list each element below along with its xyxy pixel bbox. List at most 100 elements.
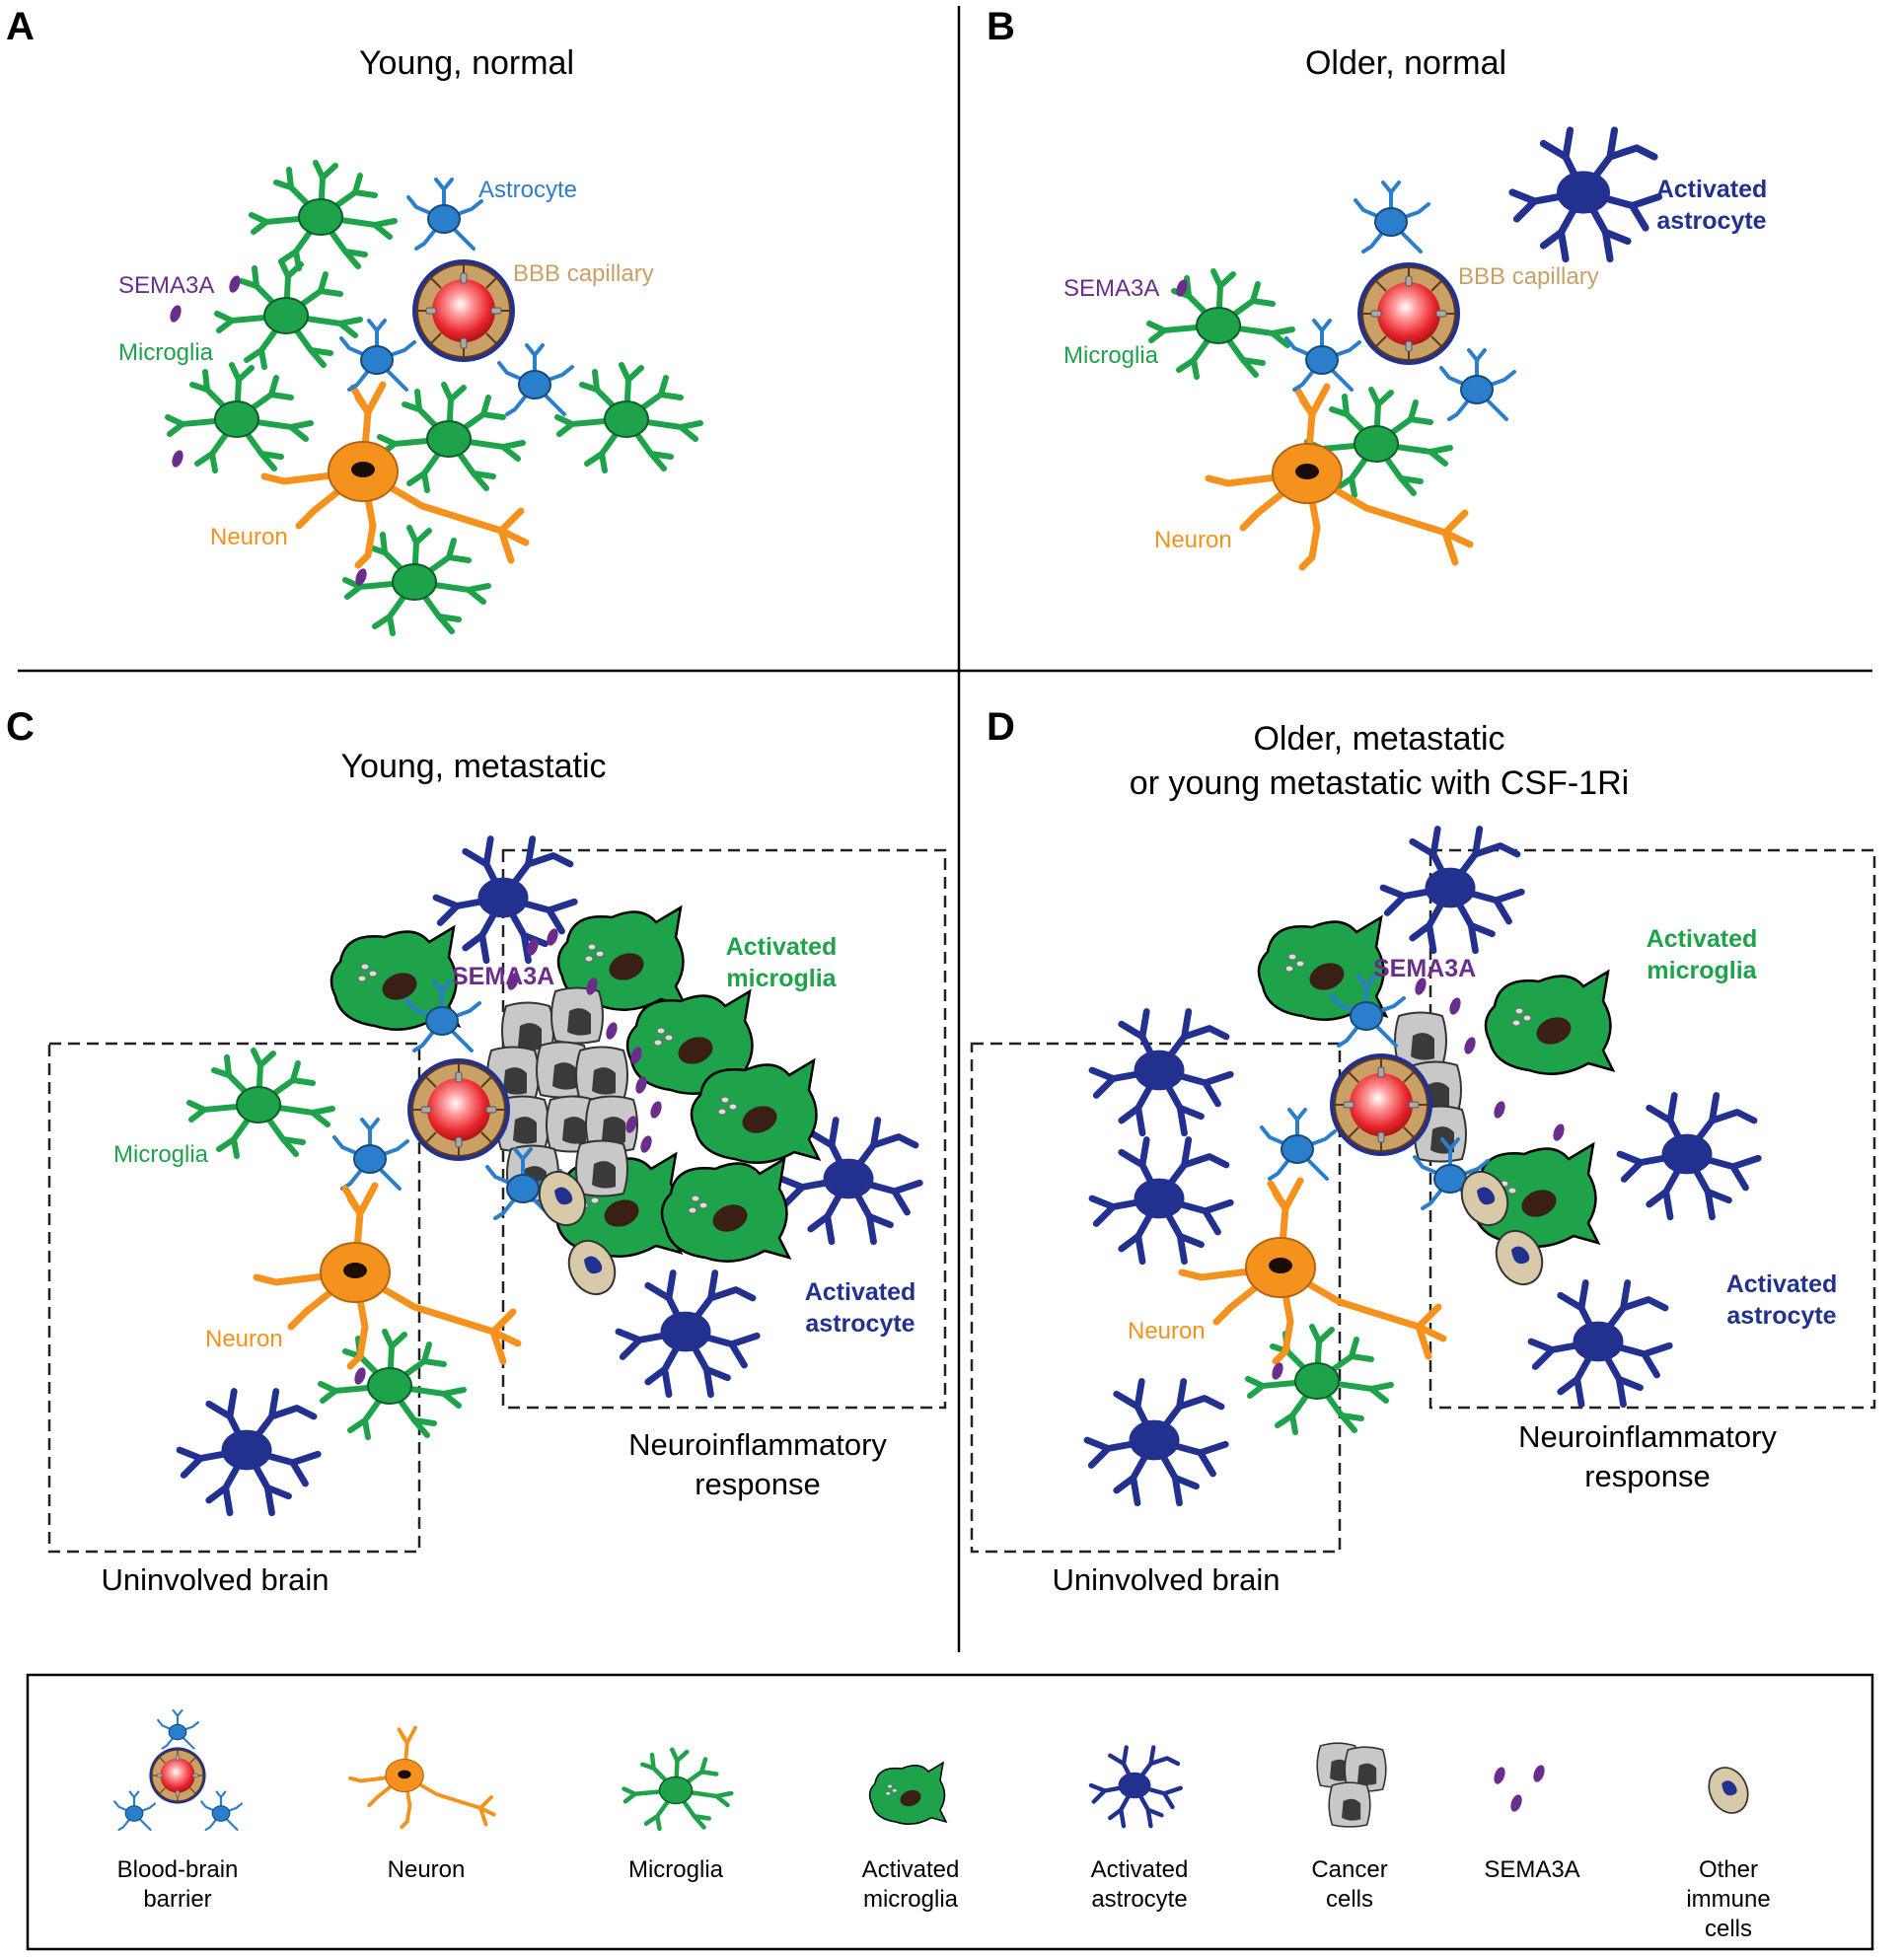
astrocyte-cell xyxy=(1284,319,1361,392)
microglia-cell xyxy=(1248,1327,1391,1432)
panel-c-title: Young, metastatic xyxy=(340,748,606,785)
panel-b-letter: B xyxy=(987,5,1015,48)
legend-cancer-line1: Cancer xyxy=(1311,1856,1387,1883)
label-astrocyte: Astrocyte xyxy=(478,177,577,203)
legend-sema3a: SEMA3A xyxy=(1484,1856,1579,1883)
activated-astrocyte-cell xyxy=(1092,1012,1230,1133)
legend-immune-line1: Other xyxy=(1699,1856,1758,1883)
panel-a-letter: A xyxy=(6,5,35,48)
activated-astrocyte-cell xyxy=(1531,1283,1669,1405)
microglia-cell xyxy=(380,385,523,490)
activated-astrocyte-cell xyxy=(1620,1096,1758,1217)
label-sema3a: SEMA3A xyxy=(452,963,554,990)
label-activated: Activated xyxy=(1656,176,1768,203)
label-neuron: Neuron xyxy=(1128,1318,1206,1344)
label-activated: Activated xyxy=(1647,925,1758,953)
activated-astrocyte-cell xyxy=(619,1273,757,1395)
legend-item-sema3a: SEMA3A xyxy=(1484,1763,1580,1883)
legend-item-microglia: Microglia xyxy=(624,1750,732,1883)
astrocyte-cell xyxy=(497,343,574,416)
panel-a: A Young, normal Astrocyte BBB capillary … xyxy=(6,5,700,633)
microglia-cell xyxy=(557,365,700,471)
activated-astrocyte-cell xyxy=(1087,1382,1225,1503)
legend-item-immune-cells: Other immune cells xyxy=(1686,1760,1771,1942)
panel-d-title-line1: Older, metastatic xyxy=(1253,720,1504,758)
label-astrocyte-lc: astrocyte xyxy=(1656,207,1766,235)
panel-b-title: Older, normal xyxy=(1305,44,1506,82)
panel-d-letter: D xyxy=(987,705,1015,749)
label-astrocyte-lc: astrocyte xyxy=(805,1310,915,1338)
astrocyte-cell xyxy=(406,178,483,251)
microglia-cell xyxy=(252,163,395,268)
activated-astrocyte-cell xyxy=(1383,830,1521,951)
activated-microglia-cell xyxy=(690,1058,821,1164)
panel-d: D Older, metastatic or young metastatic … xyxy=(970,705,1876,1597)
label-uninvolved-brain: Uninvolved brain xyxy=(1053,1562,1281,1597)
panel-a-title: Young, normal xyxy=(359,44,574,82)
astrocyte-cell xyxy=(332,1118,409,1191)
activated-astrocyte-cell xyxy=(1512,130,1659,259)
microglia-cell xyxy=(189,1051,332,1156)
activated-microglia-cell xyxy=(660,1157,791,1263)
label-neuron: Neuron xyxy=(1154,527,1232,553)
label-response: response xyxy=(1584,1459,1711,1493)
legend-immune-line3: cells xyxy=(1705,1916,1752,1942)
astrocyte-cell xyxy=(1260,1108,1337,1181)
sema3a-dot xyxy=(170,448,185,470)
astrocyte-cell xyxy=(1354,181,1430,254)
legend-act-mic-line1: Activated xyxy=(862,1856,960,1883)
bbb-capillary xyxy=(1329,1052,1433,1157)
label-activated: Activated xyxy=(726,933,838,961)
cancer-cell-cluster xyxy=(486,986,638,1202)
microglia-cell xyxy=(168,365,311,471)
legend-immune-line2: immune xyxy=(1686,1886,1770,1913)
legend-act-ast-line1: Activated xyxy=(1091,1856,1189,1883)
label-microglia-lc: microglia xyxy=(1647,957,1757,984)
bbb-capillary xyxy=(1356,261,1461,366)
label-response: response xyxy=(695,1467,821,1501)
uninvolved-brain-box xyxy=(47,1042,421,1554)
label-neuron: Neuron xyxy=(205,1326,283,1352)
legend-box xyxy=(26,1673,1874,1951)
activated-astrocyte-cell xyxy=(180,1392,318,1513)
legend-cancer-line2: cells xyxy=(1326,1886,1373,1913)
label-astrocyte-lc: astrocyte xyxy=(1726,1302,1836,1330)
label-bbb-capillary: BBB capillary xyxy=(1458,263,1599,290)
microglia-cell xyxy=(321,1332,464,1437)
panel-c-letter: C xyxy=(6,705,35,749)
label-bbb-capillary: BBB capillary xyxy=(513,260,654,287)
legend-bbb-line2: barrier xyxy=(143,1886,211,1913)
label-microglia-lc: microglia xyxy=(726,965,837,992)
legend-item-cancer-cells: Cancer cells xyxy=(1311,1742,1388,1913)
activated-astrocyte-cell xyxy=(1092,1140,1230,1262)
panel-c: C Young, metastatic xyxy=(6,705,947,1597)
label-sema3a: SEMA3A xyxy=(1063,275,1159,302)
astrocyte-cell xyxy=(1439,348,1516,421)
legend-microglia: Microglia xyxy=(628,1856,724,1883)
label-activated: Activated xyxy=(1726,1270,1838,1298)
sema3a-dot xyxy=(168,303,183,325)
label-microglia: Microglia xyxy=(113,1141,209,1168)
label-sema3a: SEMA3A xyxy=(1373,955,1476,982)
legend-bbb-line1: Blood-brain xyxy=(117,1856,239,1883)
legend: Blood-brain barrier Neuron Microglia Act… xyxy=(26,1673,1874,1951)
legend-item-bbb: Blood-brain barrier xyxy=(113,1708,243,1913)
neuroinflammatory-box xyxy=(1428,848,1876,1410)
label-neuron: Neuron xyxy=(210,524,288,550)
bbb-capillary xyxy=(411,258,516,363)
label-microglia: Microglia xyxy=(118,339,214,366)
legend-act-ast-line2: astrocyte xyxy=(1091,1886,1187,1913)
label-neuroinflammatory: Neuroinflammatory xyxy=(628,1427,887,1462)
label-sema3a: SEMA3A xyxy=(118,272,214,299)
legend-item-activated-microglia: Activated microglia xyxy=(862,1762,960,1913)
label-uninvolved-brain: Uninvolved brain xyxy=(102,1562,330,1597)
label-activated: Activated xyxy=(805,1278,916,1306)
neuroinflammatory-box xyxy=(501,848,947,1410)
activated-microglia-cell xyxy=(1484,970,1615,1075)
label-microglia: Microglia xyxy=(1063,342,1159,369)
sema3a-dot xyxy=(227,273,243,295)
legend-neuron: Neuron xyxy=(388,1856,466,1883)
label-neuroinflammatory: Neuroinflammatory xyxy=(1518,1419,1777,1454)
legend-item-activated-astrocyte: Activated astrocyte xyxy=(1091,1748,1189,1913)
